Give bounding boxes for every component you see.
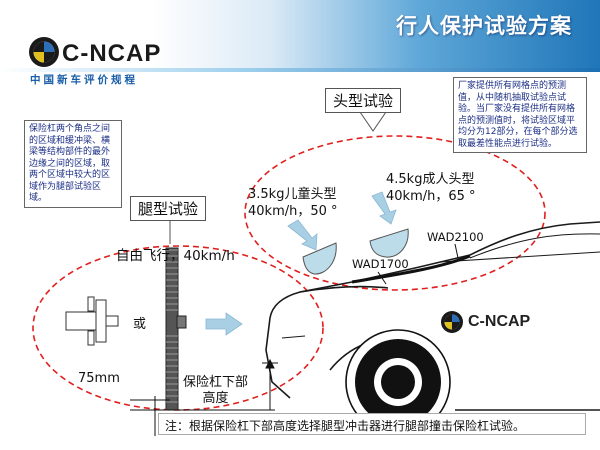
- c-ncap-logo-icon: [29, 37, 59, 67]
- wad2100-label: WAD2100: [427, 230, 484, 244]
- adult-head-spec: 4.5kg成人头型 40km/h，65 °: [386, 171, 476, 205]
- wad2100-pointer: [454, 243, 459, 259]
- head-test-point-note: 厂家提供所有网格点的预测值，从中随机抽取试验点试验。当厂家没有提供所有网格点的预…: [453, 77, 587, 153]
- free-flight-label: 自由飞行，40km/h: [116, 248, 235, 264]
- leg-test-label: 腿型试验: [130, 196, 207, 221]
- logo-text: C-NCAP: [62, 40, 162, 67]
- head-impactor-icon: [302, 228, 409, 275]
- wheel-icon: [345, 329, 451, 435]
- head-label-pointer: [359, 111, 387, 132]
- bumper-height-label: 保险杠下部 高度: [183, 375, 248, 407]
- slide-title: 行人保护试验方案: [396, 14, 572, 38]
- child-head-mass: 3.5kg儿童头型: [248, 187, 337, 202]
- or-label: 或: [133, 317, 147, 332]
- impact-direction-arrows: [205, 191, 397, 336]
- logo-subtitle: 中国新车评价规程: [30, 74, 138, 86]
- footnote: 注：根据保险杠下部高度选择腿型冲击器进行腿部撞击保险杠试验。: [158, 413, 586, 435]
- upper-legform-icon: [65, 296, 119, 346]
- dimension-lines: [130, 358, 278, 436]
- child-head-spec: 3.5kg儿童头型 40km/h，50 °: [248, 186, 338, 220]
- head-test-zone-ellipse: [244, 135, 546, 291]
- wad1700-label: WAD1700: [352, 257, 409, 271]
- car-logo-icon: [441, 311, 463, 333]
- child-head-speed: 40km/h，50 °: [248, 204, 338, 219]
- adult-head-speed: 40km/h，65 °: [386, 189, 476, 204]
- hood-line: [351, 254, 471, 284]
- height-75mm-label: 75mm: [78, 371, 120, 386]
- car-logo-text: C-NCAP: [468, 313, 531, 330]
- wad1700-pointer: [377, 271, 387, 285]
- leg-test-area-note: 保险杠两个角点之间的区域和缓冲梁、横梁等结构部件的最外边缘之间的区域，取两个区域…: [24, 120, 122, 208]
- bumper-height-line1: 保险杠下部: [183, 375, 249, 390]
- header-bar: [0, 0, 600, 72]
- head-test-label: 头型试验: [325, 88, 402, 113]
- adult-head-mass: 4.5kg成人头型: [386, 172, 475, 187]
- bumper-height-line2: 高度: [202, 391, 229, 406]
- header-stripe: [0, 68, 600, 72]
